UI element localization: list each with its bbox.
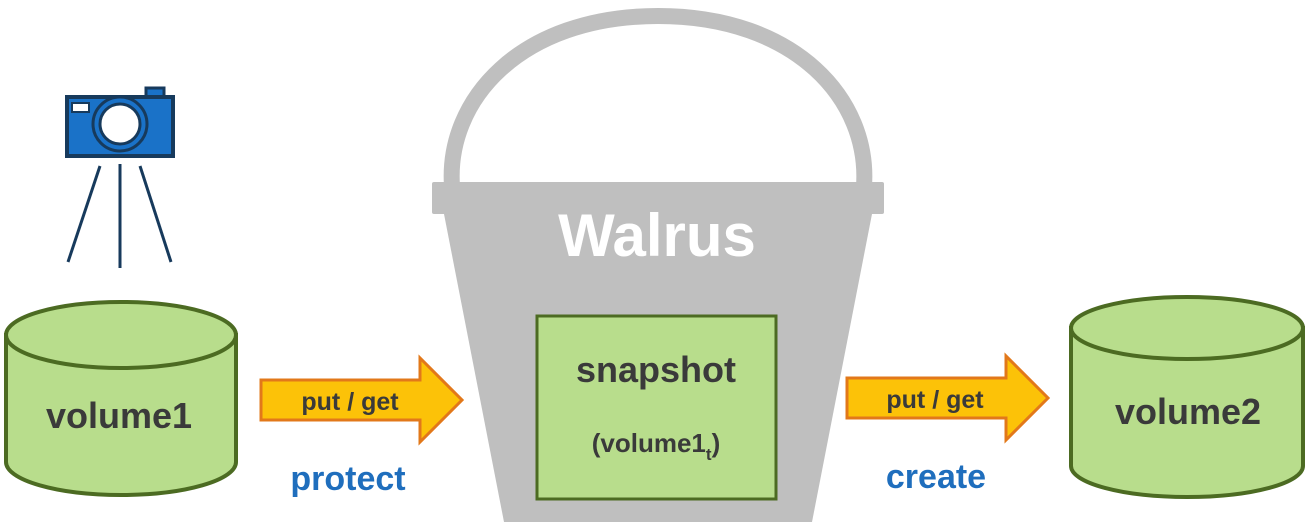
snapshot-box [535,314,778,501]
snapshot-subtitle: (volume1t) [592,428,721,464]
snapshot-subtitle-subscript: t [706,445,712,464]
protect-caption: protect [290,460,405,498]
volume2-label: volume2 [1115,391,1261,432]
put-get-label-left: put / get [301,388,399,416]
camera-icon [65,86,175,158]
volume2-cylinder: volume2 [1069,295,1305,499]
put-get-label-right: put / get [886,386,984,414]
volume1-cylinder: volume1 [4,300,238,497]
put-get-arrow-left: put / get [259,354,465,446]
bucket-rim [432,182,884,214]
tripod-icon [66,164,173,268]
snapshot-label: snapshot [576,349,736,390]
create-caption: create [886,458,986,496]
bucket-title: Walrus [558,202,756,269]
bucket-handle [443,7,873,194]
volume1-label: volume1 [46,395,192,436]
snapshot-subtitle-base: (volume1 [592,428,706,458]
snapshot-subtitle-close: ) [712,428,721,458]
put-get-arrow-right: put / get [845,352,1051,444]
